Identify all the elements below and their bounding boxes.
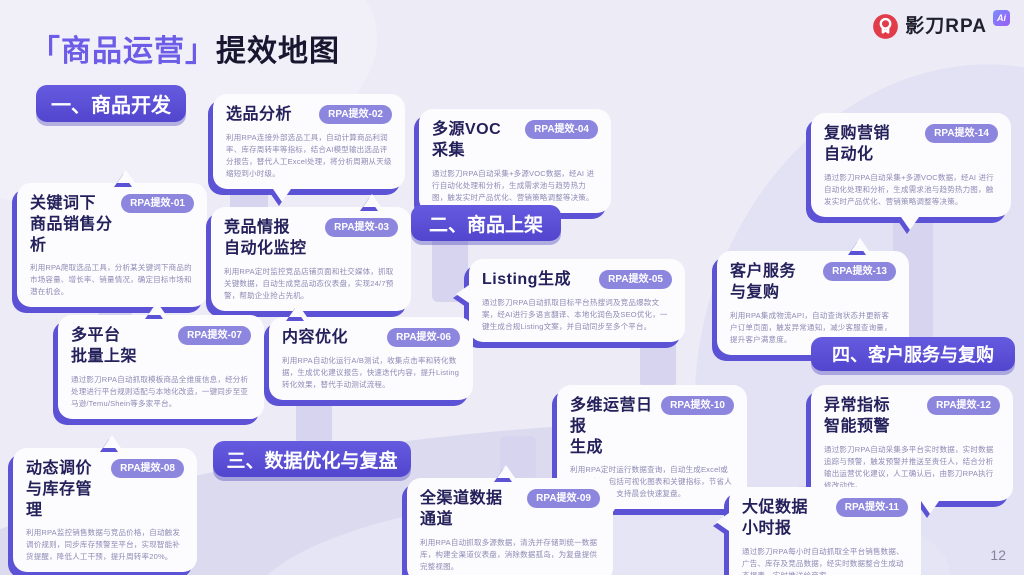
card-title: Listing生成 — [482, 271, 571, 288]
speech-tail — [117, 170, 135, 183]
card-body: 利用RPA定时运行数据查询，自动生成Excel或PDF日报，包括可视化图表和关键… — [570, 465, 732, 499]
card-repurchase-marketing: 复购营销 自动化 RPA提效-14 通过影刀RPA自动采集+多源VOC数据，经A… — [811, 113, 1011, 230]
page-title-rest: 提效地图 — [216, 35, 340, 68]
speech-tail — [921, 500, 939, 514]
card-title: 选品分析 — [226, 106, 293, 123]
page-title: 「商品运营」提效地图 — [30, 26, 340, 70]
card-title: 复购营销 自动化 — [824, 125, 891, 163]
card-body: 利用RPA自动抓取多源数据，清洗并存储到统一数据库，构建全渠道仪表盘，消除数据孤… — [420, 537, 598, 571]
speech-tail — [148, 302, 166, 315]
speech-tail — [273, 188, 291, 202]
rpa-badge: RPA提效-12 — [927, 396, 1000, 415]
card-listing-generation: Listing生成 RPA提效-05 通过影刀RPA自动抓取目标平台热搜词及竞品… — [456, 259, 685, 342]
card-title: 大促数据 小时报 — [742, 499, 809, 537]
card-body: 利用RPA定时监控竞品店铺页面和社交媒体，抓取关键数据，自动生成竞品动态仪表盘，… — [224, 266, 394, 300]
section-product-development: 一、商品开发 — [36, 85, 186, 122]
card-body: 通过影刀RPA自动采集+多源VOC数据，经AI 进行自动化处理和分析，生成需求池… — [432, 168, 595, 202]
card-title: 多源VOC采集 — [432, 121, 502, 159]
rpa-badge: RPA提效-06 — [387, 328, 460, 347]
card-title: 多维运营日报 生成 — [570, 397, 653, 456]
card-title: 竞品情报 自动化监控 — [224, 219, 307, 257]
rpa-badge: RPA提效-11 — [835, 498, 908, 517]
card-body: 利用RPA监控销售数据与竞品价格，自动触发调价规则，同步库存预警至平台，实现智能… — [26, 528, 181, 562]
speech-tail — [851, 238, 869, 251]
card-body: 利用RPA自动化运行A/B测试，收集点击率和转化数据，生成优化建议报告，快速迭代… — [282, 355, 460, 389]
yingdao-logo-icon — [873, 14, 899, 39]
card-title: 内容优化 — [282, 329, 349, 346]
rpa-badge: RPA提效-14 — [925, 124, 998, 143]
rpa-badge: RPA提效-01 — [121, 194, 194, 213]
card-competitor-monitoring: 竞品情报 自动化监控 RPA提效-03 利用RPA定时监控竞品店铺页面和社交媒体… — [211, 194, 411, 311]
rpa-badge: RPA提效-07 — [178, 326, 251, 345]
rpa-badge: RPA提效-02 — [319, 105, 392, 124]
card-title: 多平台 批量上架 — [71, 327, 138, 365]
rpa-badge: RPA提效-05 — [599, 270, 672, 289]
speech-tail — [497, 465, 515, 478]
card-keyword-sales-analysis: 关键词下 商品销售分析 RPA提效-01 利用RPA爬取选品工具，分析某关键词下… — [17, 170, 207, 308]
card-multi-source-voc: 多源VOC采集 RPA提效-04 通过影刀RPA自动采集+多源VOC数据，经AI… — [419, 109, 611, 226]
speech-tail — [363, 194, 381, 207]
card-body: 通过影刀RPA自动采集多平台实时数据，实时数据追踪与预警，触发预警并推送至责任人… — [824, 444, 994, 490]
rpa-badge: RPA提效-03 — [325, 218, 398, 237]
ai-badge-icon: Ai — [993, 10, 1010, 26]
card-title: 全渠道数据 通道 — [420, 490, 503, 528]
rpa-badge: RPA提效-08 — [111, 459, 184, 478]
card-promo-hourly-report: 大促数据 小时报 RPA提效-11 通过影刀RPA每小时自动抓取全平台销售数据、… — [716, 487, 921, 575]
yingdao-logo: 影刀RPA Ai — [872, 10, 1010, 40]
card-body: 通过影刀RPA自动抓取模板商品全维度信息，经分析处理进行平台规则适配与本地化改造… — [71, 374, 249, 408]
speech-tail — [456, 285, 469, 303]
card-product-selection-analysis: 选品分析 RPA提效-02 利用RPA连接外部选品工具，自动计算商品利润率、库存… — [213, 94, 405, 202]
card-title: 异常指标 智能预警 — [824, 397, 891, 435]
card-anomaly-alert: 异常指标 智能预警 RPA提效-12 通过影刀RPA自动采集多平台实时数据，实时… — [811, 385, 1013, 514]
section-data-optimization: 三、数据优化与复盘 — [213, 441, 411, 477]
section-product-listing: 二、商品上架 — [411, 205, 561, 241]
page-title-highlight: 「商品运营」 — [30, 35, 216, 68]
card-omnichannel-data: 全渠道数据 通道 RPA提效-09 利用RPA自动抓取多源数据，清洗并存储到统一… — [407, 465, 613, 575]
rpa-badge: RPA提效-10 — [661, 396, 734, 415]
card-content-optimization: 内容优化 RPA提效-06 利用RPA自动化运行A/B测试，收集点击率和转化数据… — [269, 304, 473, 400]
card-body: 利用RPA爬取选品工具，分析某关键词下商品的市场容量、增长率、销量情况，确定目标… — [30, 263, 192, 297]
card-title: 关键词下 商品销售分析 — [30, 195, 113, 254]
card-body: 利用RPA集成物流API，自动查询状态并更新客户订单页面，触发异常通知，减少客服… — [730, 310, 892, 344]
card-body: 通过影刀RPA每小时自动抓取全平台销售数据、广告、库存及竞品数据，经实时数据整合… — [742, 546, 904, 575]
connector-ribbon — [296, 396, 332, 444]
section-customer-service: 四、客户服务与复购 — [811, 337, 1015, 371]
rpa-badge: RPA提效-13 — [823, 262, 896, 281]
page-number: 12 — [990, 547, 1006, 563]
brand-name: 影刀RPA — [905, 16, 987, 37]
speech-tail — [103, 435, 121, 448]
card-multi-platform-listing: 多平台 批量上架 RPA提效-07 通过影刀RPA自动抓取模板商品全维度信息，经… — [58, 302, 264, 419]
card-body: 通过影刀RPA自动采集+多源VOC数据，经AI 进行自动化处理和分析，生成需求池… — [824, 172, 994, 206]
speech-tail — [901, 216, 919, 230]
card-dynamic-pricing-inventory: 动态调价 与库存管理 RPA提效-08 利用RPA监控销售数据与竞品价格，自动触… — [13, 435, 197, 573]
rpa-badge: RPA提效-04 — [525, 120, 598, 139]
speech-tail — [716, 513, 729, 531]
card-daily-report: 多维运营日报 生成 RPA提效-10 利用RPA定时运行数据查询，自动生成Exc… — [557, 385, 747, 523]
card-body: 利用RPA连接外部选品工具，自动计算商品利润率、库存周转率等指标，结合AI模型输… — [226, 132, 392, 178]
rpa-badge: RPA提效-09 — [527, 489, 600, 508]
card-title: 动态调价 与库存管理 — [26, 460, 93, 519]
card-body: 通过影刀RPA自动抓取目标平台热搜词及竞品爆款文案，经AI进行多语言翻译、本地化… — [482, 297, 668, 331]
speech-tail — [289, 304, 307, 317]
card-title: 客户服务 与复购 — [730, 263, 797, 301]
